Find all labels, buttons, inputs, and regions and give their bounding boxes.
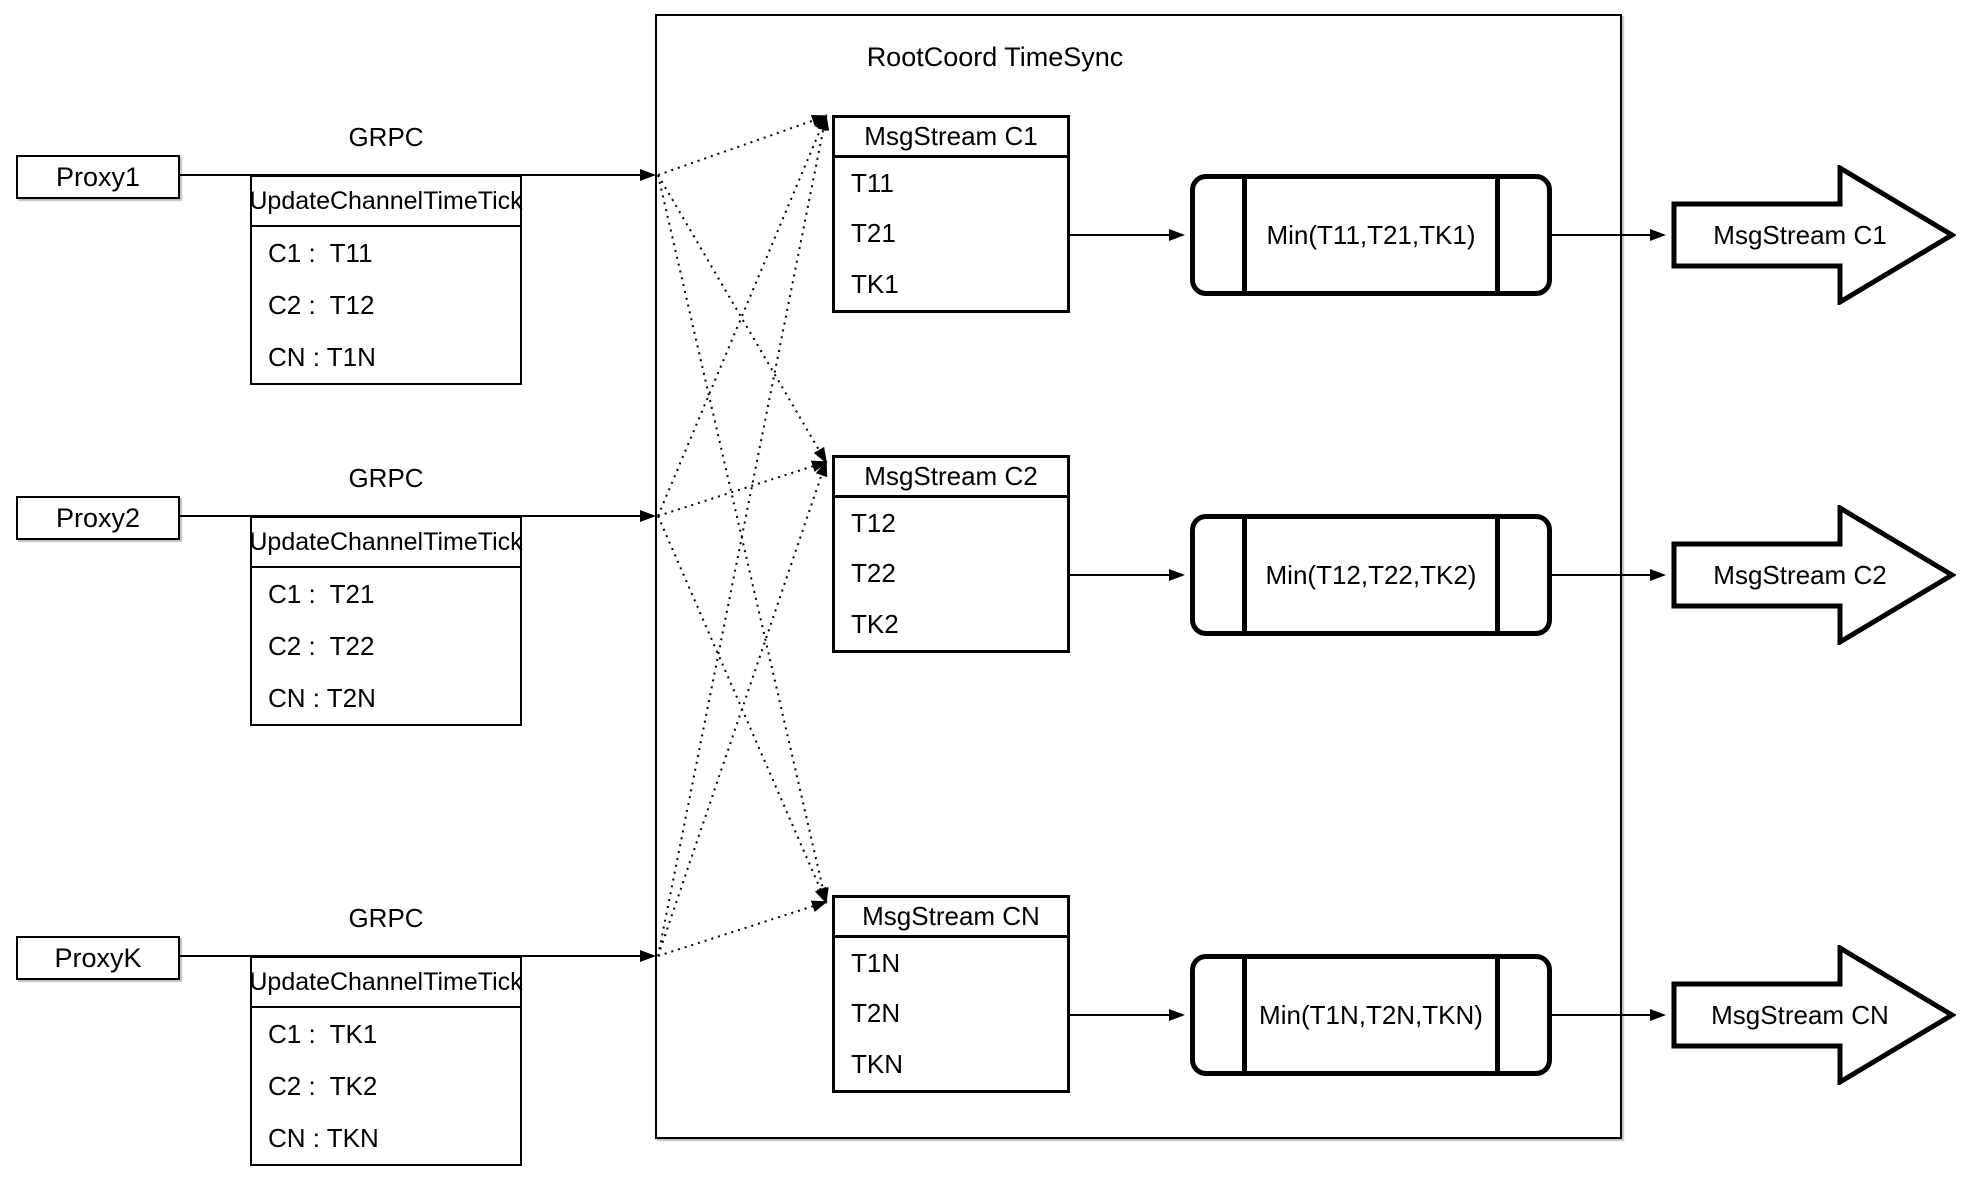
timestamp-row: T22 xyxy=(851,558,896,589)
output-arrow-label: MsgStream C2 xyxy=(1713,559,1887,590)
timestamp-row: T11 xyxy=(851,167,894,198)
grpc-label-proxyk: GRPC xyxy=(348,903,424,933)
msgstream-table-header: MsgStream CN xyxy=(835,898,1067,938)
min-label: Min(T11,T21,TK1) xyxy=(1266,219,1476,250)
table-row: C2 : TK2 xyxy=(268,1070,378,1101)
timestamp-row: T12 xyxy=(851,507,896,538)
capsule-right-bar xyxy=(1495,179,1500,291)
msgstream-table-c1: MsgStream C1 T11 T21 TK1 xyxy=(832,115,1070,313)
fanout-line-proxy1-c2 xyxy=(657,174,828,464)
fanout-line-proxy2-c2 xyxy=(657,460,828,517)
msgstream-table-c2: MsgStream C2 T12 T22 TK2 xyxy=(832,455,1070,653)
timestamp-row: T1N xyxy=(851,947,901,978)
fanout-line-proxyk-cn xyxy=(657,900,828,957)
fanout-line-proxy2-c1 xyxy=(657,114,827,517)
table-row: C1 : TK1 xyxy=(268,1018,378,1049)
table-row: C1 : T21 xyxy=(268,578,375,609)
proxy-label: ProxyK xyxy=(54,942,142,973)
grpc-label-proxy2: GRPC xyxy=(348,463,424,493)
timestamp-row: TK2 xyxy=(851,609,899,640)
min-label: Min(T12,T22,TK2) xyxy=(1265,559,1477,590)
proxy-box-proxy1: Proxy1 xyxy=(16,155,180,199)
fanout-line-proxyk-c2 xyxy=(657,460,828,957)
fanout-lines xyxy=(657,114,830,957)
msgstream-table-cn: MsgStream CN T1N T2N TKN xyxy=(832,895,1070,1093)
min-label: Min(T1N,T2N,TKN) xyxy=(1259,999,1483,1030)
timestamp-row: TKN xyxy=(851,1049,903,1080)
table-header: UpdateChannelTimeTick xyxy=(249,518,523,568)
container-title: RootCoord TimeSync xyxy=(866,42,1124,72)
update-channel-timetick-table-proxyk: UpdateChannelTimeTick C1 : TK1 C2 : TK2 … xyxy=(249,956,523,1166)
table-row: C1 : T11 xyxy=(268,237,373,268)
capsule-left-bar xyxy=(1242,519,1247,631)
capsule-left-bar xyxy=(1242,179,1247,291)
output-arrow-c1: MsgStream C1 xyxy=(1671,165,1956,305)
table-row: CN : TKN xyxy=(268,1122,379,1153)
output-arrow-cn: MsgStream CN xyxy=(1671,945,1956,1085)
msgstream-table-rows: T1N T2N TKN xyxy=(835,938,1067,1090)
table-row: CN : T2N xyxy=(268,682,376,713)
table-rows: C1 : T11 C2 : T12 CN : T1N xyxy=(252,227,520,383)
output-arrow-label: MsgStream CN xyxy=(1711,999,1889,1030)
min-node-c2: Min(T12,T22,TK2) xyxy=(1190,514,1552,636)
table-header: UpdateChannelTimeTick xyxy=(249,177,523,227)
output-arrow-label: MsgStream C1 xyxy=(1713,219,1887,250)
capsule-left-bar xyxy=(1242,959,1247,1071)
msgstream-table-rows: T12 T22 TK2 xyxy=(835,498,1067,650)
table-row: C2 : T22 xyxy=(268,630,375,661)
proxy-box-proxy2: Proxy2 xyxy=(16,496,180,540)
big-arrow-icon xyxy=(1671,945,1956,1085)
timestamp-row: TK1 xyxy=(851,269,899,300)
min-node-c1: Min(T11,T21,TK1) xyxy=(1190,174,1552,296)
msgstream-table-header: MsgStream C2 xyxy=(835,458,1067,498)
table-row: C2 : T12 xyxy=(268,289,375,320)
fanout-line-proxyk-c1 xyxy=(657,114,830,957)
proxy-label: Proxy1 xyxy=(55,161,141,192)
proxy-label: Proxy2 xyxy=(55,502,141,533)
timestamp-row: T2N xyxy=(851,998,901,1029)
big-arrow-icon xyxy=(1671,165,1956,305)
table-row: CN : T1N xyxy=(268,341,376,372)
table-rows: C1 : TK1 C2 : TK2 CN : TKN xyxy=(252,1008,520,1164)
fanout-line-proxy1-c1 xyxy=(657,114,828,176)
min-node-cn: Min(T1N,T2N,TKN) xyxy=(1190,954,1552,1076)
msgstream-table-header: MsgStream C1 xyxy=(835,118,1067,158)
capsule-right-bar xyxy=(1495,519,1500,631)
table-rows: C1 : T21 C2 : T22 CN : T2N xyxy=(252,568,520,724)
proxy-box-proxyk: ProxyK xyxy=(16,936,180,980)
capsule-right-bar xyxy=(1495,959,1500,1071)
output-arrow-c2: MsgStream C2 xyxy=(1671,505,1956,645)
update-channel-timetick-table-proxy2: UpdateChannelTimeTick C1 : T21 C2 : T22 … xyxy=(249,516,523,726)
update-channel-timetick-table-proxy1: UpdateChannelTimeTick C1 : T11 C2 : T12 … xyxy=(249,175,523,385)
timestamp-row: T21 xyxy=(851,218,896,249)
grpc-label-proxy1: GRPC xyxy=(348,122,424,152)
msgstream-table-rows: T11 T21 TK1 xyxy=(835,158,1067,310)
table-header: UpdateChannelTimeTick xyxy=(249,958,523,1008)
big-arrow-icon xyxy=(1671,505,1956,645)
